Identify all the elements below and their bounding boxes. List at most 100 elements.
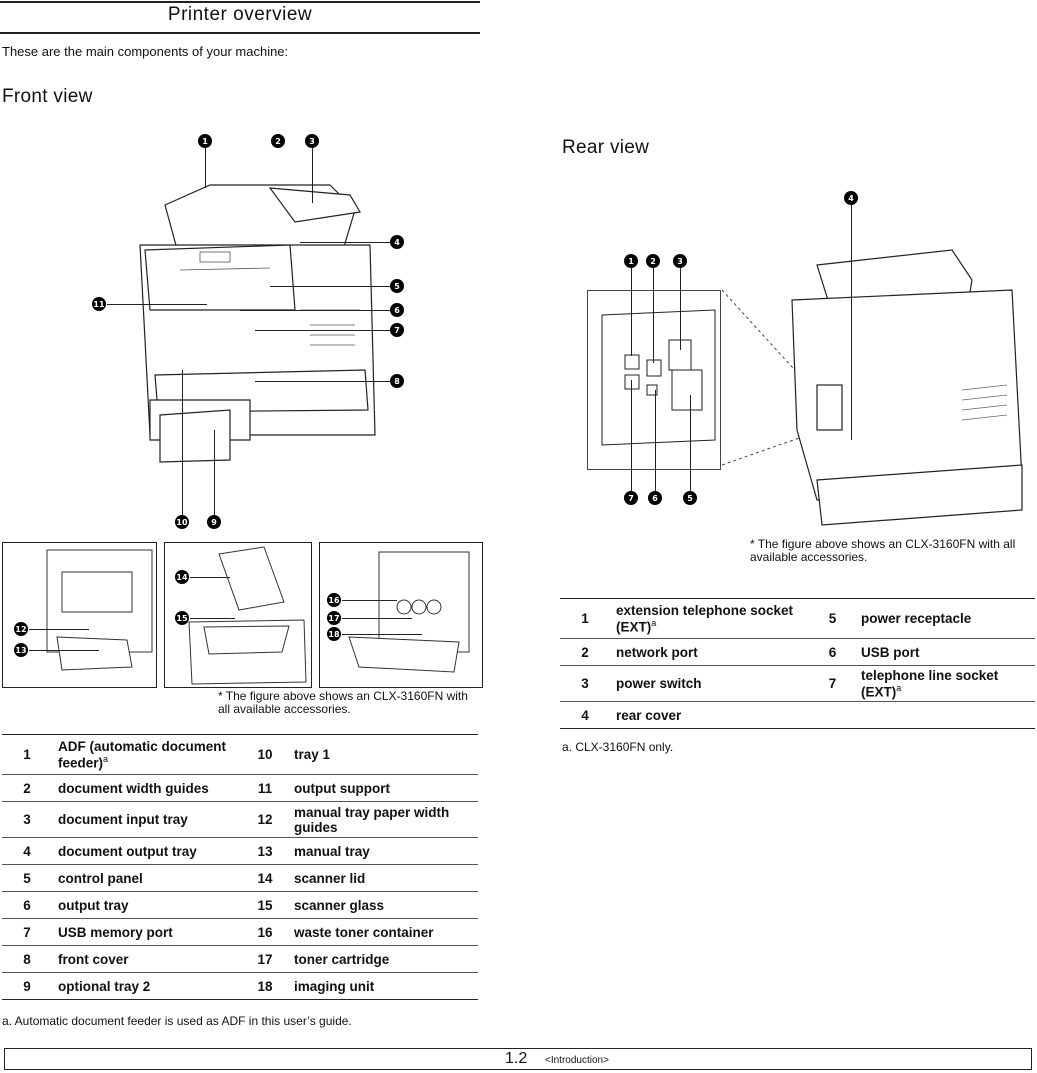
item-label-text: waste toner container — [294, 924, 434, 940]
table-row: 2 network port 6 USB port — [560, 638, 1035, 666]
item-number: 7 — [810, 665, 855, 702]
leader-line — [342, 600, 397, 601]
callout-9: 9 — [207, 515, 221, 529]
item-number: 5 — [2, 864, 52, 892]
item-label: document width guides — [52, 774, 242, 802]
leader-line — [342, 634, 422, 635]
footer-box — [4, 1048, 1032, 1070]
item-number: 10 — [242, 734, 288, 775]
rear-ports-closeup — [587, 290, 721, 470]
rear-footnote: a. CLX-3160FN only. — [562, 740, 674, 754]
rear-callout-3: 3 — [673, 254, 687, 268]
item-number-text: 1 — [23, 747, 31, 762]
item-number: 12 — [242, 801, 288, 838]
item-number-text: 6 — [828, 644, 837, 660]
callout-14: 14 — [175, 570, 189, 584]
callout-7: 7 — [390, 323, 404, 337]
item-number: 2 — [560, 638, 610, 666]
item-label-text: output support — [294, 780, 390, 796]
item-label-text: power switch — [616, 676, 702, 691]
callout-4: 4 — [390, 235, 404, 249]
item-number: 15 — [242, 891, 288, 919]
item-number-text: 7 — [828, 676, 837, 691]
leader-line — [312, 148, 313, 203]
item-number: 1 — [560, 598, 610, 639]
leader-line — [214, 430, 215, 515]
item-number-text: 4 — [581, 707, 589, 723]
item-label: output support — [288, 774, 478, 802]
item-number-text: 16 — [257, 924, 273, 940]
item-label-text: USB port — [861, 644, 920, 660]
front-figure-note: * The figure above shows an CLX-3160FN w… — [218, 689, 468, 716]
footnote-marker: a — [103, 753, 109, 764]
item-number: 5 — [810, 598, 855, 639]
item-label-text: USB memory port — [58, 924, 173, 940]
item-number-text: 5 — [23, 870, 31, 886]
item-label: output tray — [52, 891, 242, 919]
leader-line — [29, 650, 99, 651]
item-number-text: 17 — [257, 951, 273, 967]
callout-15: 15 — [175, 611, 189, 625]
item-label: manual tray — [288, 837, 478, 865]
item-label-text: ADF (automatic document feeder) — [58, 738, 227, 771]
item-number-text: 8 — [23, 951, 31, 967]
callout-17: 17 — [327, 611, 341, 625]
item-label-text: manual tray paper width guides — [294, 804, 450, 835]
callout-2: 2 — [271, 134, 285, 148]
item-number: 3 — [2, 801, 52, 838]
item-number-text: 10 — [257, 747, 273, 762]
item-number-text: 14 — [257, 870, 273, 886]
item-label: scanner glass — [288, 891, 478, 919]
callout-6: 6 — [390, 303, 404, 317]
item-label: toner cartridge — [288, 945, 478, 973]
item-number: 14 — [242, 864, 288, 892]
item-label: USB memory port — [52, 918, 242, 946]
callout-11: 11 — [92, 297, 106, 311]
item-number-text: 18 — [257, 978, 273, 994]
item-label: power switch — [610, 665, 810, 702]
item-number — [810, 701, 855, 729]
item-label-text: control panel — [58, 870, 143, 886]
item-number-text: 1 — [581, 611, 589, 626]
item-number-text: 3 — [23, 812, 31, 827]
rear-callout-7: 7 — [624, 491, 638, 505]
table-row: 8 front cover 17 toner cartridge — [2, 945, 478, 973]
item-label-text: extension telephone socket (EXT) — [616, 602, 794, 635]
detail-panel-toner — [319, 542, 483, 688]
item-label-text: telephone line socket (EXT) — [861, 667, 999, 700]
item-label: document input tray — [52, 801, 242, 838]
callout-1: 1 — [198, 134, 212, 148]
detail-panel-manual-tray — [2, 542, 157, 688]
leader-line — [255, 330, 390, 331]
rear-printer-illustration — [722, 249, 1023, 526]
item-number: 11 — [242, 774, 288, 802]
leader-line — [631, 268, 632, 356]
item-label: telephone line socket (EXT)a — [855, 665, 1035, 702]
item-label-text: document width guides — [58, 780, 209, 796]
item-label: power receptacle — [855, 598, 1035, 639]
leader-line — [29, 629, 89, 630]
item-label-text: document output tray — [58, 843, 197, 859]
item-label: front cover — [52, 945, 242, 973]
callout-16: 16 — [327, 593, 341, 607]
leader-line — [851, 205, 852, 440]
callout-8: 8 — [390, 374, 404, 388]
front-view-heading: Front view — [2, 86, 93, 107]
callout-12: 12 — [14, 622, 28, 636]
item-number: 4 — [2, 837, 52, 865]
leader-line — [680, 268, 681, 350]
item-number: 1 — [2, 734, 52, 775]
leader-line — [631, 380, 632, 491]
callout-13: 13 — [14, 643, 28, 657]
top-rule — [0, 1, 480, 3]
item-label: extension telephone socket (EXT)a — [610, 598, 810, 639]
item-label-text: network port — [616, 644, 698, 660]
